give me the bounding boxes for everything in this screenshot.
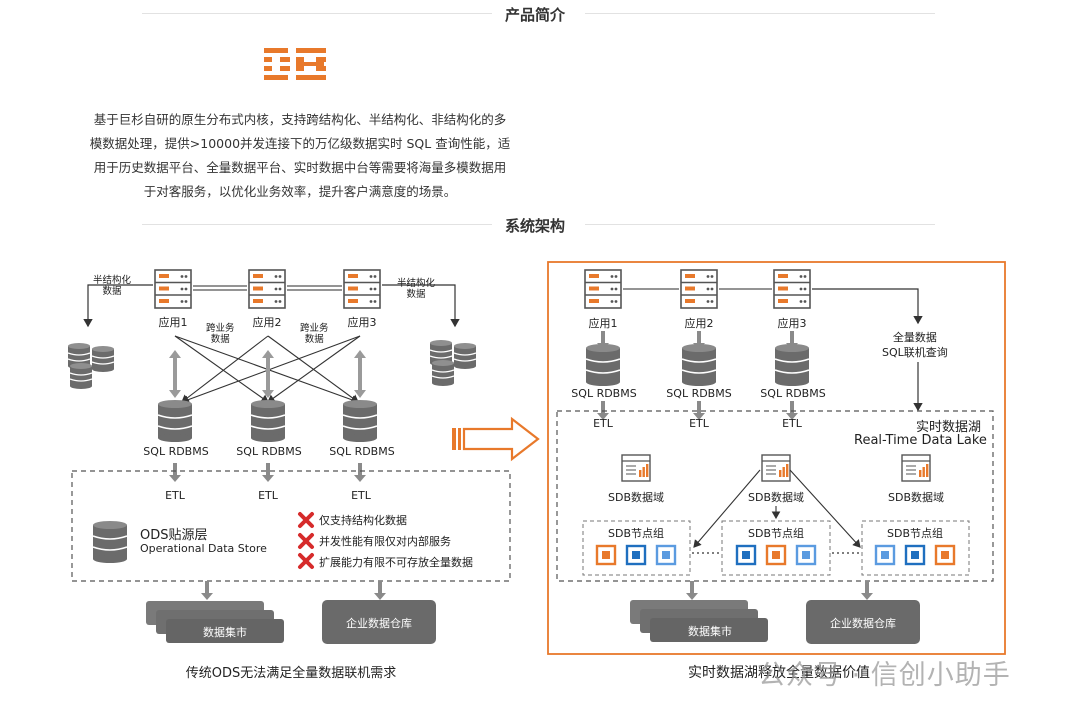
intro-line: 用于历史数据平台、全量数据平台、实时数据中台等需要将海量多模数据用 bbox=[93, 160, 507, 175]
server-icon bbox=[773, 269, 811, 309]
server-icon bbox=[248, 269, 286, 309]
domain-report-icon bbox=[621, 454, 651, 482]
server-icon bbox=[680, 269, 718, 309]
cross-business-label: 跨业务数据 bbox=[300, 323, 329, 345]
etl-label: ETL bbox=[689, 417, 709, 430]
ods-database-icon bbox=[92, 520, 128, 564]
rdbms-label: SQL RDBMS bbox=[760, 387, 826, 400]
data-warehouse-label: 企业数据仓库 bbox=[830, 617, 896, 630]
data-warehouse-label: 企业数据仓库 bbox=[346, 617, 412, 630]
semi-structured-label-left: 半结构化数据 bbox=[93, 275, 132, 297]
node-icon bbox=[735, 544, 757, 566]
lake-title-en: Real-Time Data Lake bbox=[854, 433, 987, 448]
sdb-node-group-label: SDB节点组 bbox=[748, 527, 804, 540]
ods-subtitle: Operational Data Store bbox=[140, 542, 267, 555]
database-icon bbox=[69, 362, 93, 390]
sdb-domain-label: SDB数据域 bbox=[748, 491, 804, 504]
arch-title-rule-left bbox=[142, 224, 492, 225]
intro-paragraph: 基于巨杉自研的原生分布式内核，支持跨结构化、半结构化、非结构化的多 模数据处理，… bbox=[62, 108, 538, 204]
node-icon bbox=[595, 544, 617, 566]
rdbms-label: SQL RDBMS bbox=[236, 445, 302, 458]
db-logo bbox=[264, 48, 326, 80]
cross-business-label: 跨业务数据 bbox=[206, 323, 235, 345]
intro-title-rule-right bbox=[585, 13, 935, 14]
intro-title-rule-left bbox=[142, 13, 492, 14]
intro-section-title: 产品简介 bbox=[505, 6, 566, 24]
app-label: 应用3 bbox=[347, 316, 377, 329]
issue-item: 并发性能有限仅对内部服务 bbox=[319, 535, 451, 548]
node-icon bbox=[765, 544, 787, 566]
sdb-node-group-label: SDB节点组 bbox=[608, 527, 664, 540]
etl-label: ETL bbox=[351, 489, 371, 502]
app-label: 应用1 bbox=[588, 317, 618, 330]
etl-label: ETL bbox=[165, 489, 185, 502]
left-caption: 传统ODS无法满足全量数据联机需求 bbox=[185, 666, 397, 681]
server-icon bbox=[154, 269, 192, 309]
node-icon bbox=[934, 544, 956, 566]
intro-line: 于对客服务，以优化业务效率，提升客户满意度的场景。 bbox=[143, 184, 457, 199]
data-mart-label: 数据集市 bbox=[688, 625, 732, 638]
domain-report-icon bbox=[901, 454, 931, 482]
sdb-domain-label: SDB数据域 bbox=[888, 491, 944, 504]
intro-line: 模数据处理，提供>10000并发连接下的万亿级数据实时 SQL 查询性能，适 bbox=[89, 136, 511, 151]
arch-section-title: 系统架构 bbox=[505, 217, 566, 235]
database-icon bbox=[342, 399, 378, 443]
app-label: 应用2 bbox=[252, 316, 282, 329]
database-icon bbox=[585, 343, 621, 387]
database-icon bbox=[250, 399, 286, 443]
ods-title: ODS贴源层 bbox=[140, 528, 208, 543]
transition-arrow-icon bbox=[452, 416, 540, 462]
app-label: 应用3 bbox=[777, 317, 807, 330]
rdbms-label: SQL RDBMS bbox=[143, 445, 209, 458]
etl-label: ETL bbox=[782, 417, 802, 430]
issue-item: 仅支持结构化数据 bbox=[319, 514, 407, 527]
database-icon bbox=[431, 359, 455, 387]
etl-label: ETL bbox=[258, 489, 278, 502]
semi-structured-label-right: 半结构化数据 bbox=[397, 278, 436, 300]
database-icon bbox=[91, 345, 115, 373]
database-icon bbox=[774, 343, 810, 387]
node-icon bbox=[655, 544, 677, 566]
sdb-node-group-label: SDB节点组 bbox=[887, 527, 943, 540]
rdbms-label: SQL RDBMS bbox=[329, 445, 395, 458]
database-icon bbox=[453, 342, 477, 370]
node-icon bbox=[904, 544, 926, 566]
node-icon bbox=[625, 544, 647, 566]
database-icon bbox=[681, 343, 717, 387]
sdb-domain-label: SDB数据域 bbox=[608, 491, 664, 504]
intro-line: 基于巨杉自研的原生分布式内核，支持跨结构化、半结构化、非结构化的多 bbox=[93, 112, 507, 127]
database-icon bbox=[157, 399, 193, 443]
cross-icon bbox=[298, 512, 314, 569]
app-label: 应用2 bbox=[684, 317, 714, 330]
data-mart-label: 数据集市 bbox=[203, 626, 247, 639]
issue-item: 扩展能力有限不可存放全量数据 bbox=[319, 556, 473, 569]
server-icon bbox=[584, 269, 622, 309]
node-icon bbox=[874, 544, 896, 566]
node-icon bbox=[795, 544, 817, 566]
rdbms-label: SQL RDBMS bbox=[666, 387, 732, 400]
app-label: 应用1 bbox=[158, 316, 188, 329]
etl-label: ETL bbox=[593, 417, 613, 430]
right-caption: 实时数据湖释放全量数据价值 bbox=[688, 665, 870, 681]
domain-report-icon bbox=[761, 454, 791, 482]
lake-title-cn: 实时数据湖 bbox=[916, 420, 982, 435]
arch-title-rule-right bbox=[585, 224, 935, 225]
server-icon bbox=[343, 269, 381, 309]
watermark: 公众号 · 信创小助手 bbox=[758, 660, 1011, 691]
rdbms-label: SQL RDBMS bbox=[571, 387, 637, 400]
